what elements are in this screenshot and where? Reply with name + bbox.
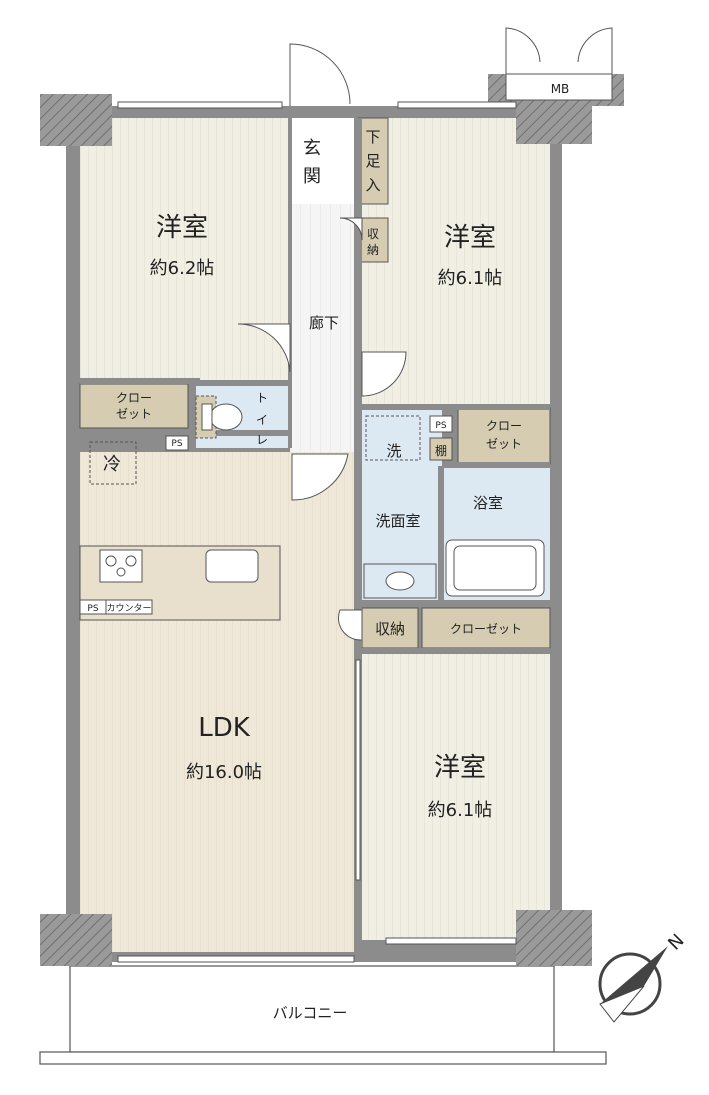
ps-label-kitchen: PS — [87, 604, 98, 614]
room-western-nw-floor — [80, 118, 290, 380]
closet-b-label-1: クロー — [486, 419, 522, 433]
closet-b-label-2: ゼット — [486, 437, 522, 451]
closet-a-label-1: クロー — [116, 391, 152, 405]
genkan-floor — [290, 118, 356, 204]
closet-c-bg — [421, 607, 551, 649]
column-se — [516, 910, 592, 966]
compass-icon — [598, 946, 668, 1023]
room-western-nw-area: 約6.2帖 — [150, 258, 215, 279]
room-western-ne-area: 約6.1帖 — [438, 268, 503, 289]
room-western-se-area: 約6.1帖 — [428, 800, 493, 821]
toilet-label-1: ト — [256, 391, 268, 405]
closet-b-bg — [457, 407, 551, 465]
closet-a-bg — [79, 383, 189, 429]
geta-label-2: 足 — [365, 152, 380, 170]
shuno-v-bg — [357, 217, 389, 263]
ps-label-wash: PS — [435, 421, 446, 431]
column-nw — [40, 94, 112, 146]
toilet-label-2: イ — [256, 413, 268, 427]
mb-label: MB — [551, 82, 570, 96]
room-western-se-name: 洋室 — [434, 753, 486, 783]
shelf-label: 棚 — [435, 443, 447, 458]
toilet-fixture — [195, 395, 243, 439]
shuno-v-label-1: 収 — [367, 227, 379, 241]
room-ldk-floor — [80, 452, 356, 952]
tana-box — [429, 437, 453, 461]
closet-c-label: クローゼット — [450, 622, 522, 636]
toilet-label-3: レ — [256, 433, 268, 447]
genkan-label-1: 玄 — [303, 138, 321, 159]
interior-doors — [237, 217, 407, 641]
ps-label-toilet: PS — [171, 439, 182, 449]
hall-floor — [290, 204, 356, 454]
sliding-door — [355, 659, 361, 881]
balcony-label: バルコニー — [273, 1004, 348, 1022]
washing-machine-space — [365, 415, 421, 461]
room-ldk-area: 約16.0帖 — [186, 762, 262, 783]
geta-label-3: 入 — [365, 176, 380, 194]
kitchen-counter — [79, 545, 281, 621]
closet-a-label-2: ゼット — [116, 407, 152, 421]
geta-label-1: 下 — [365, 128, 380, 146]
shuno-h-label: 収納 — [375, 620, 405, 638]
fridge-space — [89, 441, 137, 485]
fridge-label: 冷 — [103, 454, 121, 475]
windows — [117, 101, 517, 963]
hallway-label: 廊下 — [309, 314, 339, 332]
ps-box-toilet — [165, 435, 189, 451]
room-western-ne-name: 洋室 — [444, 223, 496, 253]
washer-label: 洗 — [386, 442, 401, 460]
north-label: N — [664, 930, 688, 954]
room-western-se-floor — [362, 652, 550, 940]
washbasin — [363, 563, 437, 599]
entrance-door — [289, 43, 351, 106]
room-western-nw-name: 洋室 — [156, 213, 208, 243]
washroom-label: 洗面室 — [375, 512, 420, 530]
column-sw — [40, 914, 112, 966]
counter-label: カウンター — [106, 603, 151, 614]
shuno-v-label-2: 納 — [367, 243, 379, 257]
mb-box: MB — [488, 27, 624, 106]
bathtub — [445, 539, 545, 597]
ps-box-wash — [429, 415, 453, 433]
balcony — [39, 965, 607, 1065]
bathroom-label: 浴室 — [473, 494, 503, 512]
genkan-label-2: 関 — [303, 166, 321, 187]
room-ldk-name: LDK — [198, 713, 251, 743]
